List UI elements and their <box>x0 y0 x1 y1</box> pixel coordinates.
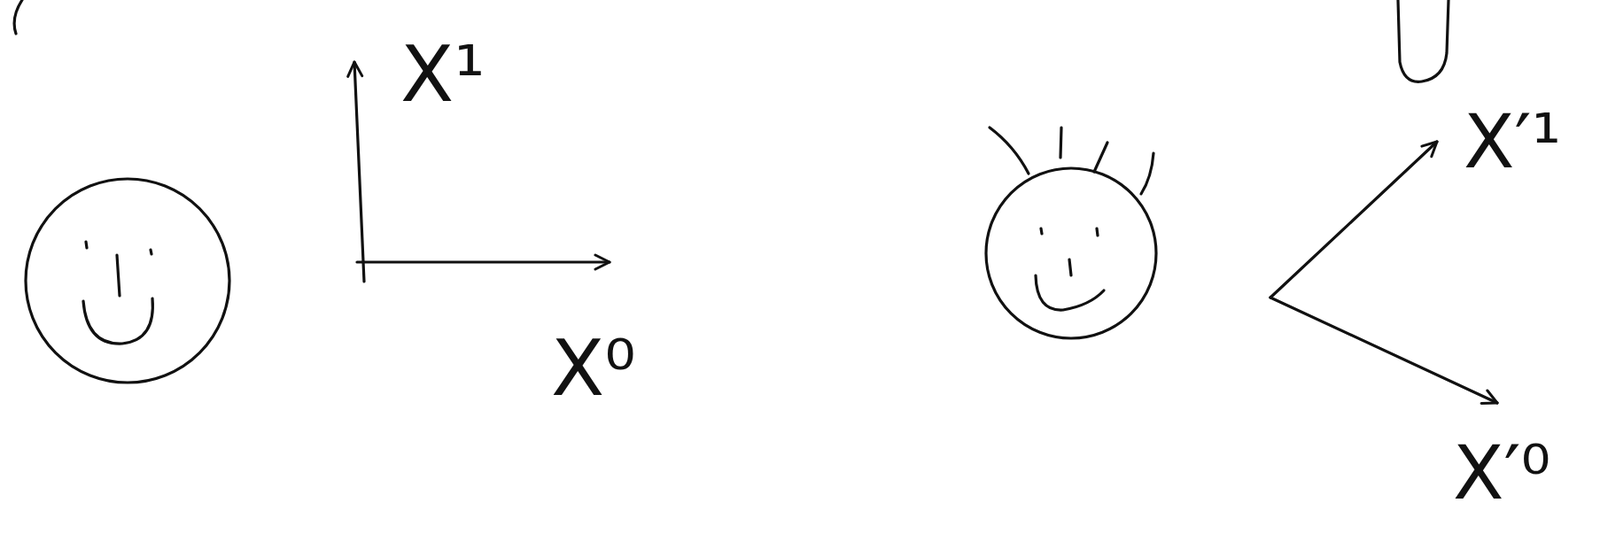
observer-face <box>986 127 1157 339</box>
cropped-stroke <box>14 0 23 34</box>
axis-label: X¹ <box>400 35 486 114</box>
axis-arrow <box>1270 297 1498 404</box>
axis-label: X′¹ <box>1463 104 1562 179</box>
cropped-stroke <box>1398 0 1449 82</box>
axis-label: X⁰ <box>551 329 637 408</box>
axis-label: X′⁰ <box>1452 435 1551 511</box>
observer-face <box>25 178 230 383</box>
axis-arrow <box>357 260 610 264</box>
axis-arrow <box>354 62 365 282</box>
axis-arrow <box>1270 141 1437 298</box>
